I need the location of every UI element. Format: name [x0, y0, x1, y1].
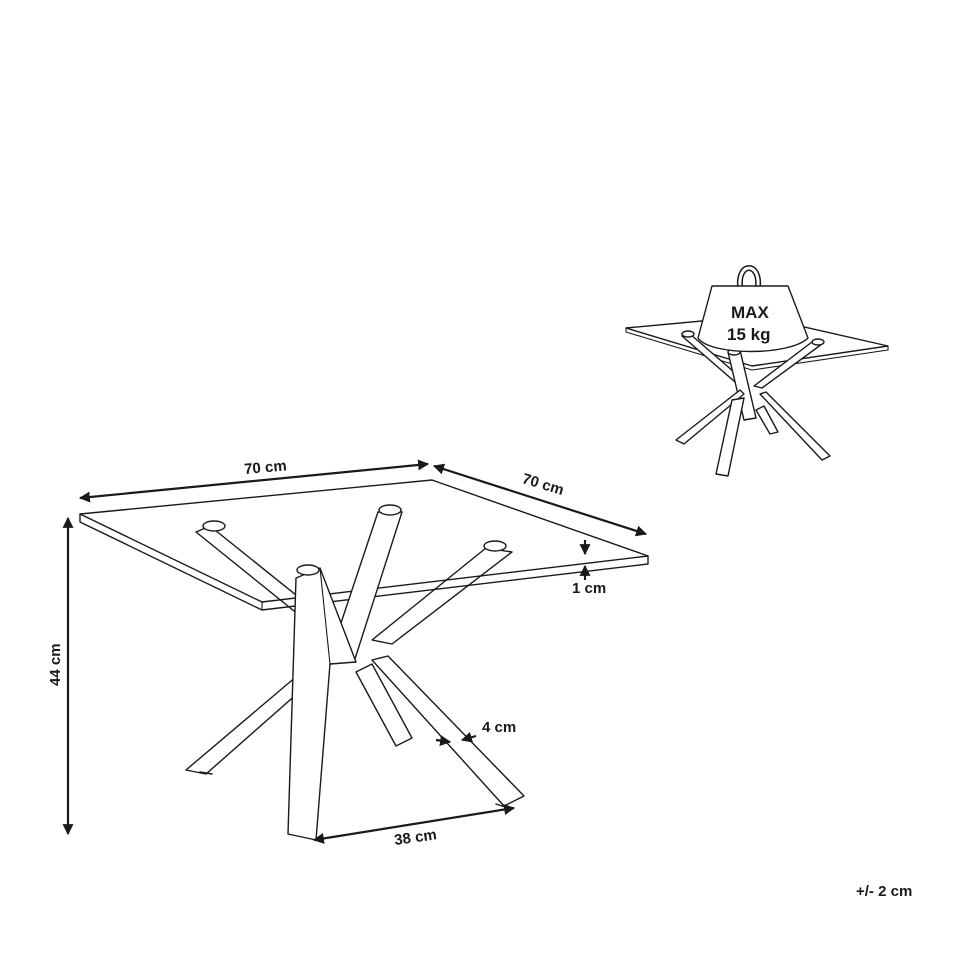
max-load-label: MAX — [731, 303, 769, 322]
table-legs — [185, 504, 525, 841]
leg-spread-label: 38 cm — [393, 826, 437, 849]
max-load-value: 15 kg — [727, 325, 770, 344]
tolerance-note: +/- 2 cm — [856, 883, 912, 900]
back-right-leg — [371, 547, 513, 645]
height-label: 44 cm — [47, 643, 64, 686]
load-capacity-illustration: MAX 15 kg — [625, 265, 889, 477]
right-leg — [371, 655, 525, 807]
inner-leg — [355, 663, 413, 747]
leg-width-label: 4 cm — [482, 719, 516, 736]
dimension-lines — [62, 459, 648, 844]
weight-icon — [697, 265, 809, 353]
main-table: 70 cm 70 cm 44 cm 1 cm 4 cm 38 cm — [47, 457, 649, 849]
width-label: 70 cm — [243, 457, 287, 478]
glass-thickness-label: 1 cm — [572, 580, 606, 597]
